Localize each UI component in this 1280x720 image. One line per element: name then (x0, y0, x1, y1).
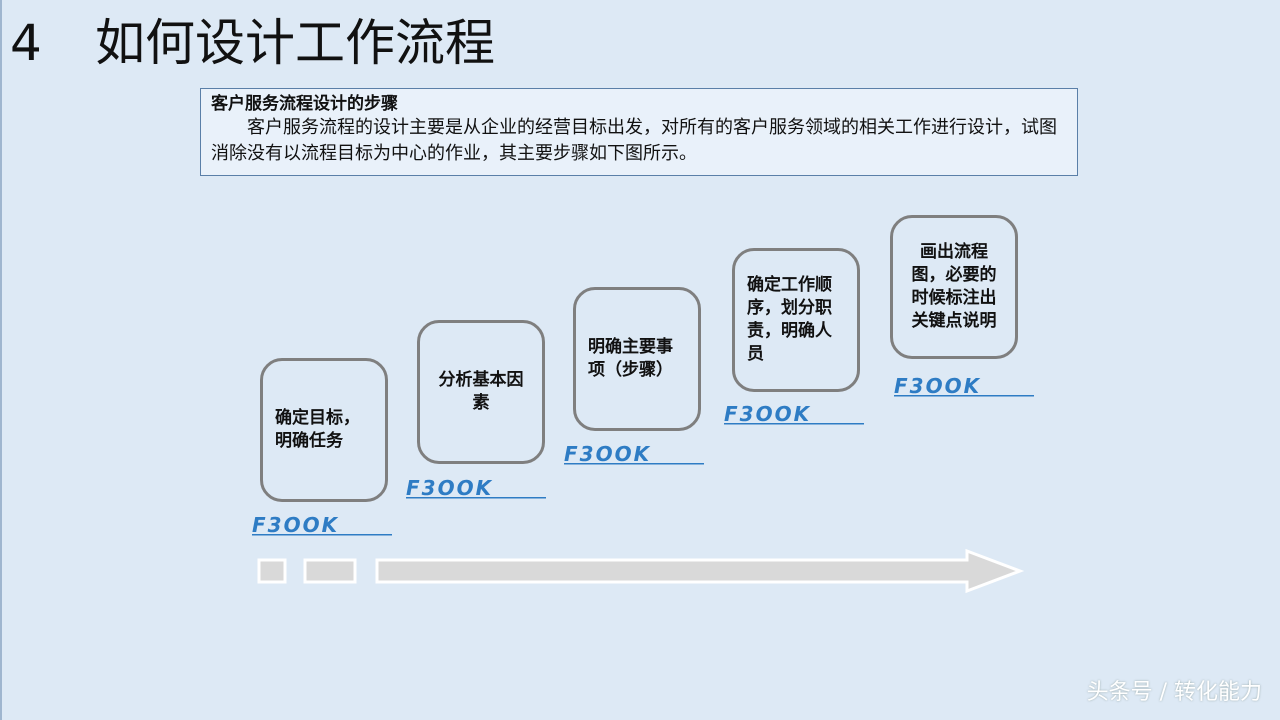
step-label-4: 确定工作顺序，划分职责，明确人员 (747, 275, 832, 364)
arrow-square-medium (303, 558, 357, 584)
step-box-5[interactable]: 画出流程图，必要的时候标注出关键点说明 (890, 215, 1018, 359)
step-label-5: 画出流程图，必要的时候标注出关键点说明 (911, 242, 997, 331)
intro-heading: 客户服务流程设计的步骤 (211, 94, 398, 114)
slide-title: 4 如何设计工作流程 (10, 8, 495, 78)
logo-text-4: F3OOK (724, 404, 811, 426)
step-label-1: 确定目标，明确任务 (275, 408, 360, 451)
logo-text-5: F3OOK (894, 376, 981, 398)
logo-text-1: F3OOK (252, 515, 339, 537)
step-box-1[interactable]: 确定目标，明确任务 (260, 358, 388, 502)
logo-text-3: F3OOK (564, 444, 651, 466)
slide-number: 4 (10, 14, 42, 72)
fbook-logo-icon-5: F3OOK (892, 376, 1042, 400)
logo-text-2: F3OOK (406, 478, 493, 500)
step-label-3: 明确主要事项（步骤） (588, 337, 673, 380)
step-label-2: 分析基本因素 (438, 370, 524, 413)
step-box-4[interactable]: 确定工作顺序，划分职责，明确人员 (732, 248, 860, 392)
fbook-logo-icon-3: F3OOK (562, 444, 712, 468)
slide-title-text: 如何设计工作流程 (95, 14, 495, 72)
watermark: 头条号 / 转化能力 (1086, 680, 1262, 705)
fbook-logo-icon-2: F3OOK (404, 478, 554, 502)
fbook-logo-icon-4: F3OOK (722, 404, 872, 428)
intro-box: 客户服务流程设计的步骤 客户服务流程的设计主要是从企业的经营目标出发，对所有的客… (200, 88, 1078, 176)
slide-left-border (0, 0, 2, 720)
step-box-3[interactable]: 明确主要事项（步骤） (573, 287, 701, 431)
progress-arrow (255, 548, 1025, 598)
fbook-logo-icon-1: F3OOK (250, 515, 400, 539)
arrow-square-small (257, 558, 287, 584)
step-box-2[interactable]: 分析基本因素 (417, 320, 545, 464)
arrow-body-icon (375, 548, 1025, 594)
intro-body: 客户服务流程的设计主要是从企业的经营目标出发，对所有的客户服务领域的相关工作进行… (211, 117, 1057, 164)
